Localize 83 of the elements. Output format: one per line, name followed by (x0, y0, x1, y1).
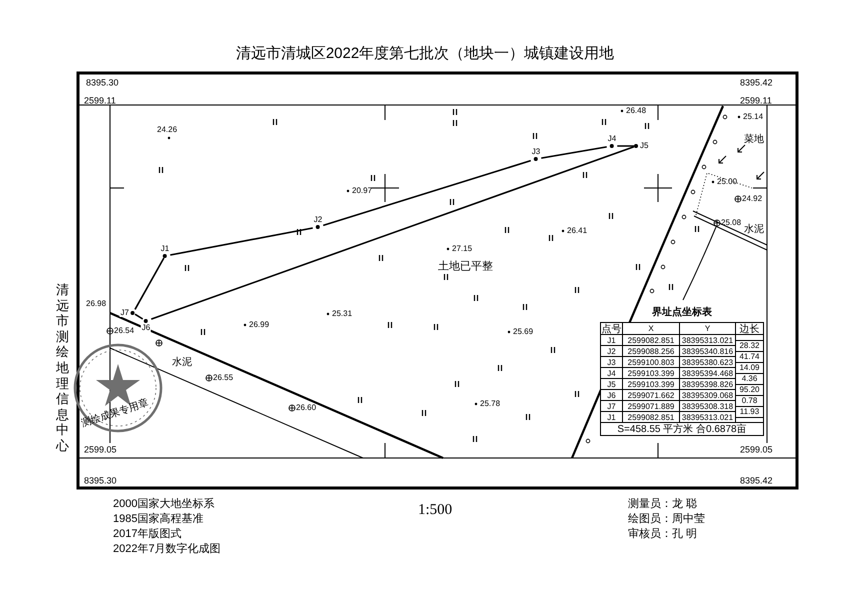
coordinate-label: 2599.11 (84, 96, 116, 106)
table-cell: 2599071.662 (623, 390, 680, 401)
map-title: 清远市清城区2022年度第七批次（地块一）城镇建设用地 (234, 44, 616, 63)
table-cell: 95.20 (736, 384, 764, 396)
table-cell: 2599082.851 (623, 335, 680, 346)
table-cell: 2599103.399 (623, 379, 680, 390)
map-annotation: 土地已平整 (438, 260, 493, 274)
parcel-boundary-line (134, 258, 165, 310)
parcel-boundary-line (150, 146, 634, 320)
elevation-label: 26.48 (626, 106, 646, 116)
table-cell: 38395313.021 (680, 412, 736, 423)
staff-credit: 测量员：龙 聪 (628, 497, 698, 512)
table-cell: 41.74 (736, 352, 764, 362)
header-cell: X (623, 323, 680, 335)
table-cell: J5 (601, 379, 623, 390)
parcel-boundary-line (541, 146, 607, 159)
elevation-label: 26.98 (86, 299, 106, 309)
table-cell: 11.93 (736, 406, 764, 418)
table-cell: 2599103.399 (623, 368, 680, 379)
elevation-label: 25.69 (513, 327, 534, 337)
table-cell: 38395398.826 (680, 379, 736, 390)
table-cell: J7 (601, 401, 623, 412)
elevation-label: 25.78 (480, 399, 500, 409)
map-scale: 1:500 (418, 502, 452, 519)
map-note: 1985国家高程基准 (113, 512, 204, 527)
elevation-label: 25.31 (332, 309, 352, 319)
coordinate-label: 8395.42 (740, 78, 773, 88)
coordinate-label: 2599.05 (84, 444, 117, 456)
elevation-label: 25.00 (717, 177, 738, 187)
table-cell: 38395394.468 (680, 368, 736, 379)
table-cell: J1 (601, 335, 623, 346)
coordinate-label: 8395.42 (740, 476, 773, 486)
header-cell: 点号 (601, 323, 623, 335)
elevation-label: 26.99 (249, 320, 270, 330)
table-cell: J6 (601, 390, 623, 401)
coordinate-label: 8395.30 (84, 476, 117, 486)
elevation-label: 27.15 (452, 244, 472, 254)
coordinate-label: 2599.11 (740, 96, 772, 106)
elevation-label: 24.92 (742, 194, 762, 204)
elevation-label: 26.54 (114, 326, 134, 336)
elevation-label: 25.14 (743, 112, 764, 122)
map-note: 2022年7月数字化成图 (113, 542, 221, 557)
map-annotation: 水泥 (172, 357, 192, 369)
table-cell: 2599100.803 (623, 357, 680, 368)
elevation-label: 24.26 (157, 125, 178, 135)
parcel-boundary-line (134, 314, 144, 320)
map-note: 2017年版图式 (113, 527, 182, 542)
table-cell: 4.36 (736, 374, 764, 384)
area-summary-cell: S=458.55 平方米 合0.6878亩 (601, 423, 764, 436)
table-cell: 28.32 (736, 340, 764, 352)
table-cell: 38395340.816 (680, 346, 736, 357)
table-cell: 38395380.623 (680, 357, 736, 368)
parcel-boundary-line (322, 160, 532, 226)
table-title: 界址点坐标表 (651, 306, 713, 319)
table-cell: J3 (601, 357, 623, 368)
table-cell: 0.78 (736, 396, 764, 406)
table-cell: J2 (601, 346, 623, 357)
elevation-label: 26.41 (567, 226, 588, 236)
header-cell: Y (680, 323, 736, 335)
table-cell: 2599088.256 (623, 346, 680, 357)
header-cell: 边长 (736, 323, 764, 335)
map-annotation: 菜地 (744, 134, 764, 146)
elevation-label: 26.55 (213, 373, 234, 383)
table-cell: 2599082.851 (623, 412, 680, 423)
elevation-label: 25.08 (721, 218, 742, 228)
staff-credit: 绘图员：周中莹 (628, 512, 705, 527)
table-cell: 38395309.068 (680, 390, 736, 401)
vertical-agency-name: 清远市测绘地理信息中心 (56, 282, 69, 454)
table-cell: J4 (601, 368, 623, 379)
staff-credit: 审核员：孔 明 (628, 527, 698, 542)
parcel-boundary-line (617, 145, 634, 147)
table-cell: 2599071.889 (623, 401, 680, 412)
parcel-boundary-line (170, 227, 313, 256)
table-cell: 14.09 (736, 362, 764, 374)
coordinate-label: 8395.30 (86, 78, 119, 88)
map-note: 2000国家大地坐标系 (113, 497, 216, 512)
table-cell: J1 (601, 412, 623, 423)
elevation-label: 20.97 (352, 186, 372, 196)
map-annotation: 水泥 (744, 224, 764, 236)
coordinate-label: 2599.05 (740, 444, 773, 456)
table-cell: 38395313.021 (680, 335, 736, 346)
table-cell: 38395308.318 (680, 401, 736, 412)
elevation-label: 26.60 (296, 403, 316, 413)
